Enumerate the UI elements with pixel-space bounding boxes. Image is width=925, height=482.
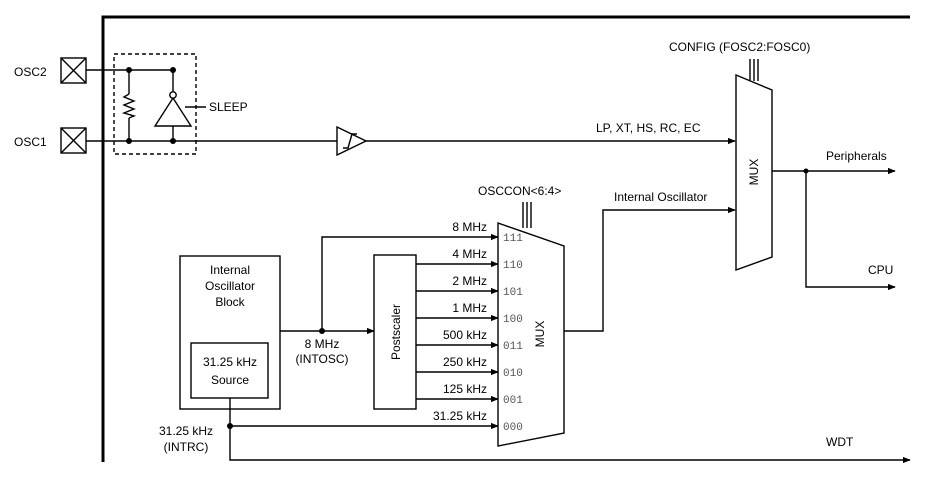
freq-label-111: 8 MHz — [452, 220, 487, 234]
int-osc-block-line1: Internal — [210, 263, 250, 277]
cpu-wire — [805, 171, 896, 291]
freq-label-010: 250 kHz — [443, 355, 487, 369]
osccon-bus — [522, 202, 532, 228]
sub-mux — [497, 222, 565, 447]
select-code-111: 111 — [503, 233, 523, 245]
freq-label-001: 125 kHz — [443, 382, 487, 396]
internal-osc-label: Internal Oscillator — [614, 190, 707, 204]
peripherals-label: Peripherals — [826, 149, 887, 163]
source-block-line1: 31.25 kHz — [203, 355, 257, 369]
select-code-101: 101 — [503, 287, 523, 299]
source-block-line2: Source — [211, 373, 249, 387]
config-label: CONFIG (FOSC2:FOSC0) — [669, 40, 810, 54]
select-code-000: 000 — [503, 422, 523, 434]
select-code-110: 110 — [503, 260, 523, 272]
osc1-label: OSC1 — [14, 135, 47, 149]
cpu-label: CPU — [868, 263, 893, 277]
select-code-100: 100 — [503, 314, 523, 326]
primary-modes-label: LP, XT, HS, RC, EC — [596, 121, 701, 135]
internal-osc-wire — [564, 206, 736, 332]
main-mux — [735, 73, 773, 271]
postscaler-block — [373, 254, 417, 410]
intosc-name-label: (INTOSC) — [295, 352, 348, 366]
intosc-freq-label: 8 MHz — [305, 337, 340, 351]
osc2-label: OSC2 — [14, 65, 47, 79]
freq-label-000: 31.25 kHz — [433, 409, 487, 423]
int-osc-block-line2: Oscillator — [205, 279, 255, 293]
freq-label-101: 2 MHz — [452, 274, 487, 288]
intosc-bypass-wire — [321, 233, 499, 331]
freq-label-100: 1 MHz — [452, 301, 487, 315]
select-code-011: 011 — [503, 341, 523, 353]
feedback-resistor — [121, 93, 137, 119]
select-code-001: 001 — [503, 395, 523, 407]
osccon-label: OSCCON<6:4> — [478, 184, 561, 198]
freq-label-110: 4 MHz — [452, 247, 487, 261]
postscaler-label: Postscaler — [389, 304, 403, 360]
intrc-freq-label: 31.25 kHz — [159, 424, 213, 438]
source-block — [190, 342, 269, 399]
schmitt-buffer-icon — [336, 125, 368, 157]
select-code-010: 010 — [503, 368, 523, 380]
intrc-name-label: (INTRC) — [164, 440, 209, 454]
osc1-pin — [60, 127, 87, 154]
config-bus — [749, 59, 759, 81]
chip-boundary — [101, 15, 910, 462]
inverter-icon — [153, 91, 206, 127]
sub-mux-label: MUX — [533, 321, 547, 348]
main-mux-label: MUX — [747, 159, 761, 186]
osc2-pin — [60, 57, 87, 84]
sleep-label: SLEEP — [209, 100, 248, 114]
freq-label-011: 500 kHz — [443, 328, 487, 342]
wdt-wire — [229, 398, 911, 464]
wdt-label: WDT — [826, 435, 854, 449]
int-osc-block-line3: Block — [215, 295, 245, 309]
